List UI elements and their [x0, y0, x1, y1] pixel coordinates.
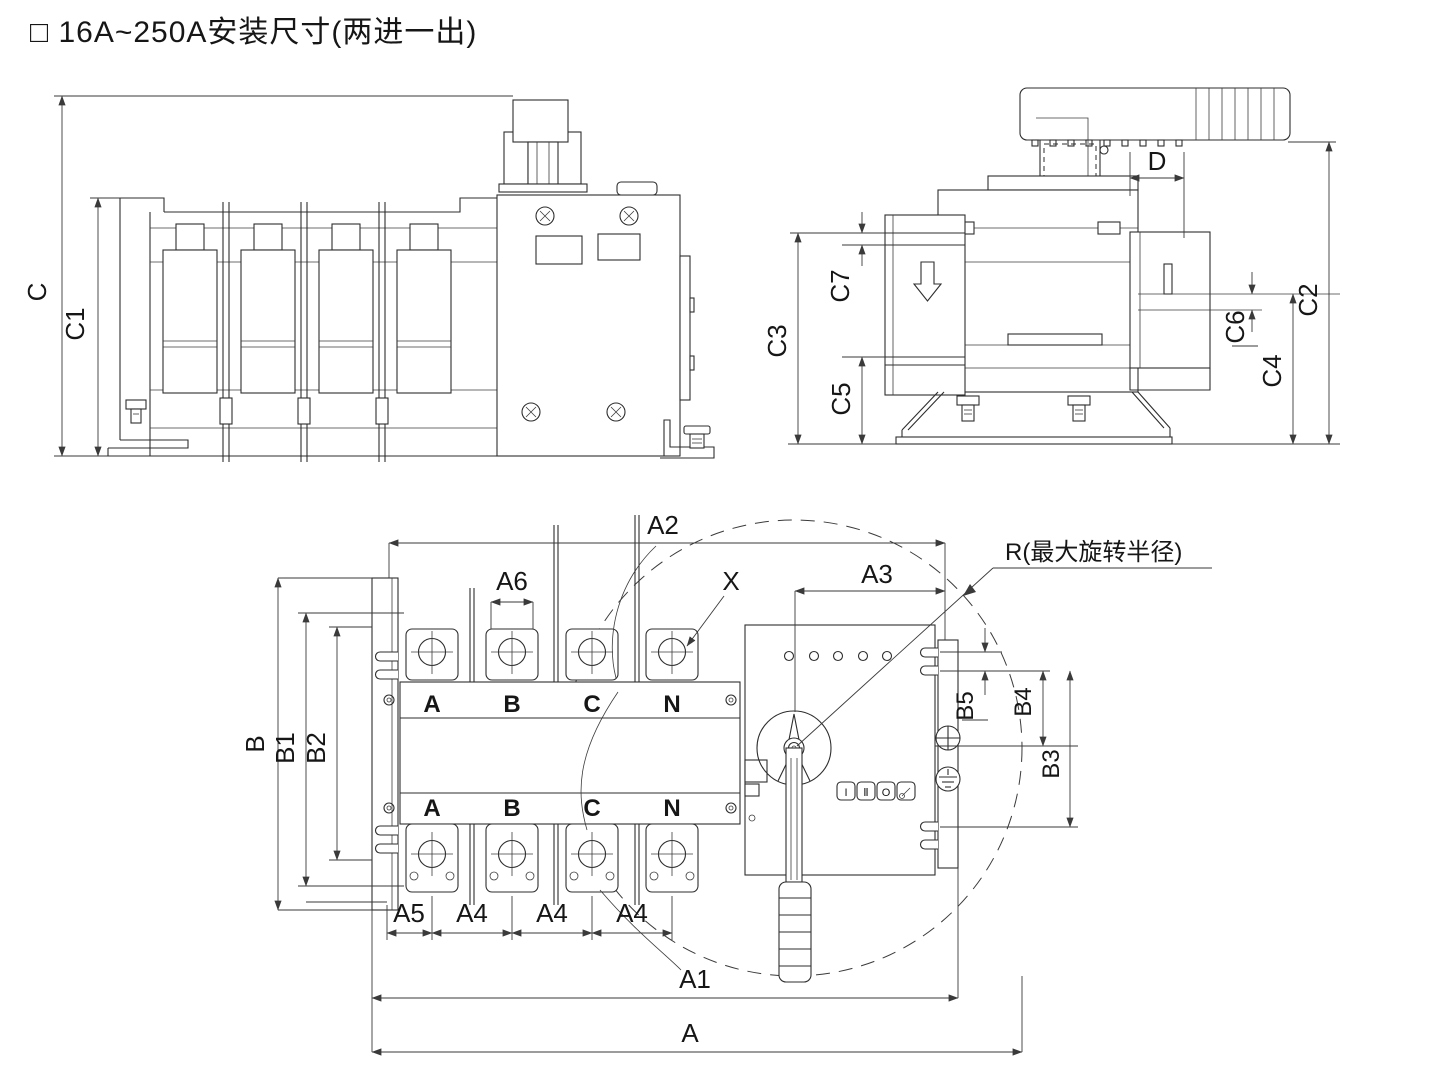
dim-A5: A5	[393, 898, 425, 928]
front-view: C C1	[22, 95, 715, 462]
dim-X: X	[722, 566, 739, 596]
earth-screw-icon	[935, 766, 961, 792]
dim-A2: A2	[647, 510, 679, 540]
phase-dividers	[219, 202, 389, 462]
dim-A6: A6	[496, 566, 528, 596]
top-terminals	[405, 628, 699, 681]
dim-A3: A3	[861, 559, 893, 589]
dim-B5: B5	[952, 691, 979, 720]
phase-a-bottom: A	[423, 795, 440, 822]
dim-C: C	[22, 283, 52, 302]
dim-D: D	[1148, 146, 1167, 176]
dim-C7: C7	[825, 269, 855, 302]
page-title: □ 16A~250A安装尺寸(两进一出)	[30, 16, 477, 49]
dim-C3: C3	[762, 324, 792, 357]
plan-view: A B C N A B C N	[240, 510, 1212, 1056]
wrench-icon	[899, 787, 911, 799]
dim-B2: B2	[301, 732, 331, 764]
dim-A4-2: A4	[536, 898, 568, 928]
button-position-1: I	[844, 787, 847, 799]
rotary-handle	[756, 710, 832, 983]
dim-B: B	[240, 735, 270, 752]
dim-C2: C2	[1293, 283, 1323, 316]
phase-n-bottom: N	[663, 795, 680, 822]
position-buttons: I Ⅱ O	[836, 781, 916, 801]
bottom-terminals	[405, 823, 699, 893]
phase-a-top: A	[423, 691, 440, 718]
dim-C6: C6	[1220, 310, 1250, 343]
phase-labels-top: A B C N	[423, 691, 680, 718]
plus-screw-icon	[935, 725, 961, 751]
dim-C4: C4	[1257, 354, 1287, 387]
handle-side	[1019, 87, 1291, 188]
phase-c-bottom: C	[583, 795, 600, 822]
phase-labels-bottom: A B C N	[423, 795, 680, 822]
button-position-2: Ⅱ	[863, 787, 868, 799]
dim-B4: B4	[1010, 687, 1037, 716]
phillips-screw-icon	[521, 206, 639, 422]
down-arrow-icon	[912, 261, 943, 302]
phase-b-top: B	[503, 691, 520, 718]
phase-b-bottom: B	[503, 795, 520, 822]
rotation-radius-label: R(最大旋转半径)	[1005, 539, 1182, 566]
dim-C5: C5	[826, 382, 856, 415]
dim-A: A	[681, 1018, 699, 1048]
button-position-0: O	[882, 787, 891, 799]
dim-A4-3: A4	[616, 898, 648, 928]
dim-B1: B1	[270, 732, 300, 764]
phase-c-top: C	[583, 691, 600, 718]
handle-front	[498, 99, 588, 193]
dim-A4-1: A4	[456, 898, 488, 928]
dim-C1: C1	[60, 307, 90, 340]
pole-blocks	[162, 223, 452, 394]
side-view: D C7 C3 C5 C6 C4 C2	[762, 87, 1340, 445]
dim-B3: B3	[1038, 749, 1065, 778]
dim-A1: A1	[679, 964, 711, 994]
phase-n-top: N	[663, 691, 680, 718]
